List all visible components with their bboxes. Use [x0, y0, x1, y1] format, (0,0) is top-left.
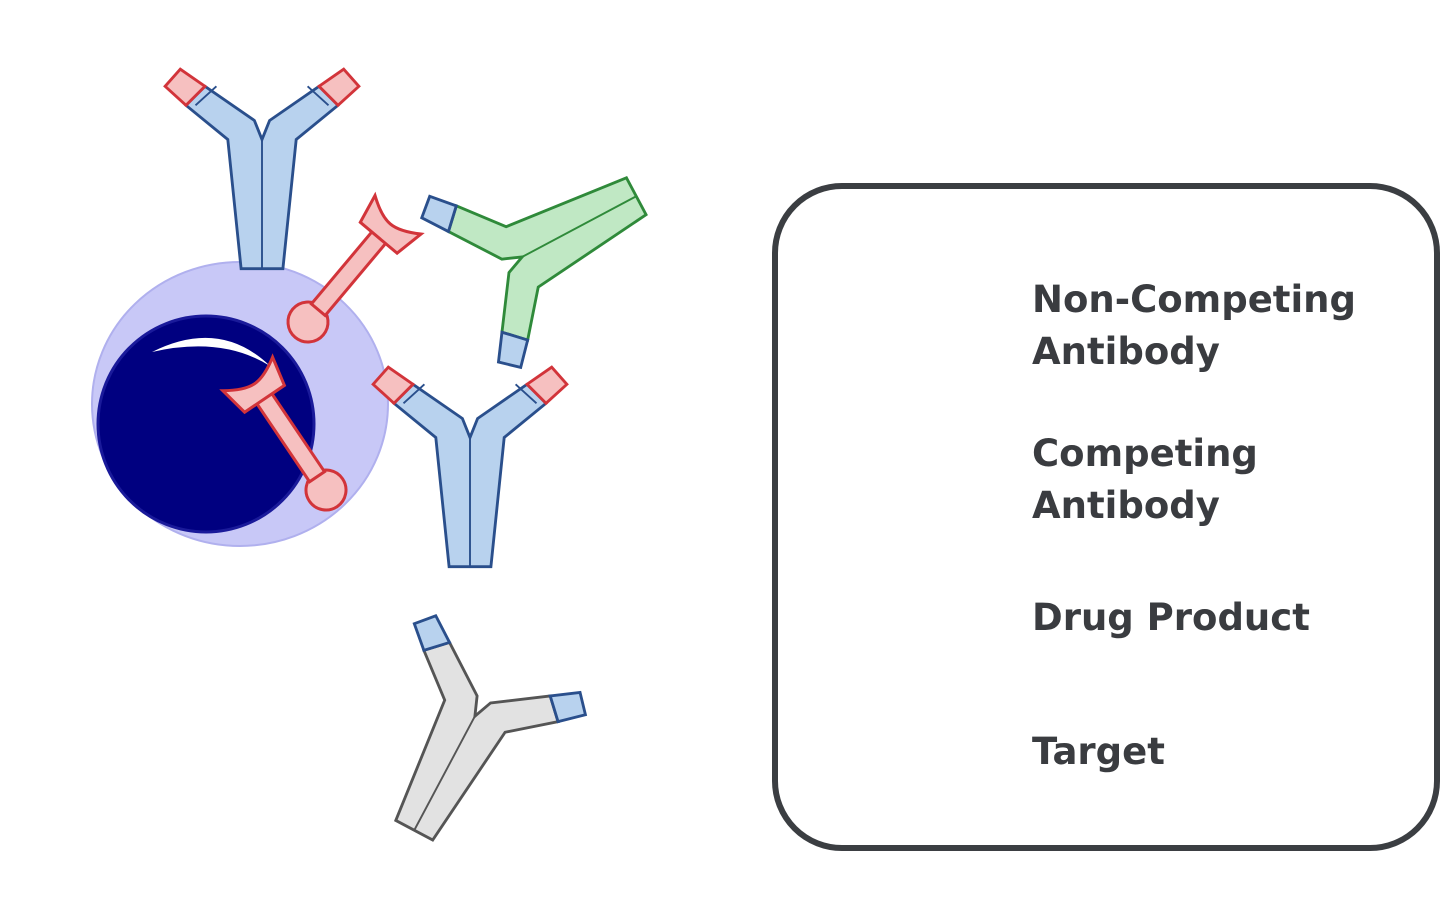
- drug-product-antibody: [327, 607, 595, 878]
- legend-label-competing-line2: Antibody: [1032, 484, 1220, 527]
- legend-label-non-competing-line2: Antibody: [1032, 330, 1220, 373]
- legend-label-non-competing-line1: Non-Competing: [1032, 278, 1356, 321]
- legend-box: [772, 183, 1440, 851]
- legend-label-target: Target: [1032, 730, 1165, 773]
- non-competing-antibody-lower: [371, 365, 569, 569]
- competing-antibody: [413, 109, 684, 377]
- non-competing-antibody-upper: [163, 67, 361, 271]
- cell-highlight: [152, 337, 270, 366]
- legend-label-drug-product: Drug Product: [1032, 596, 1310, 639]
- legend-label-competing-line1: Competing: [1032, 432, 1258, 475]
- cell-nucleus: [96, 314, 316, 534]
